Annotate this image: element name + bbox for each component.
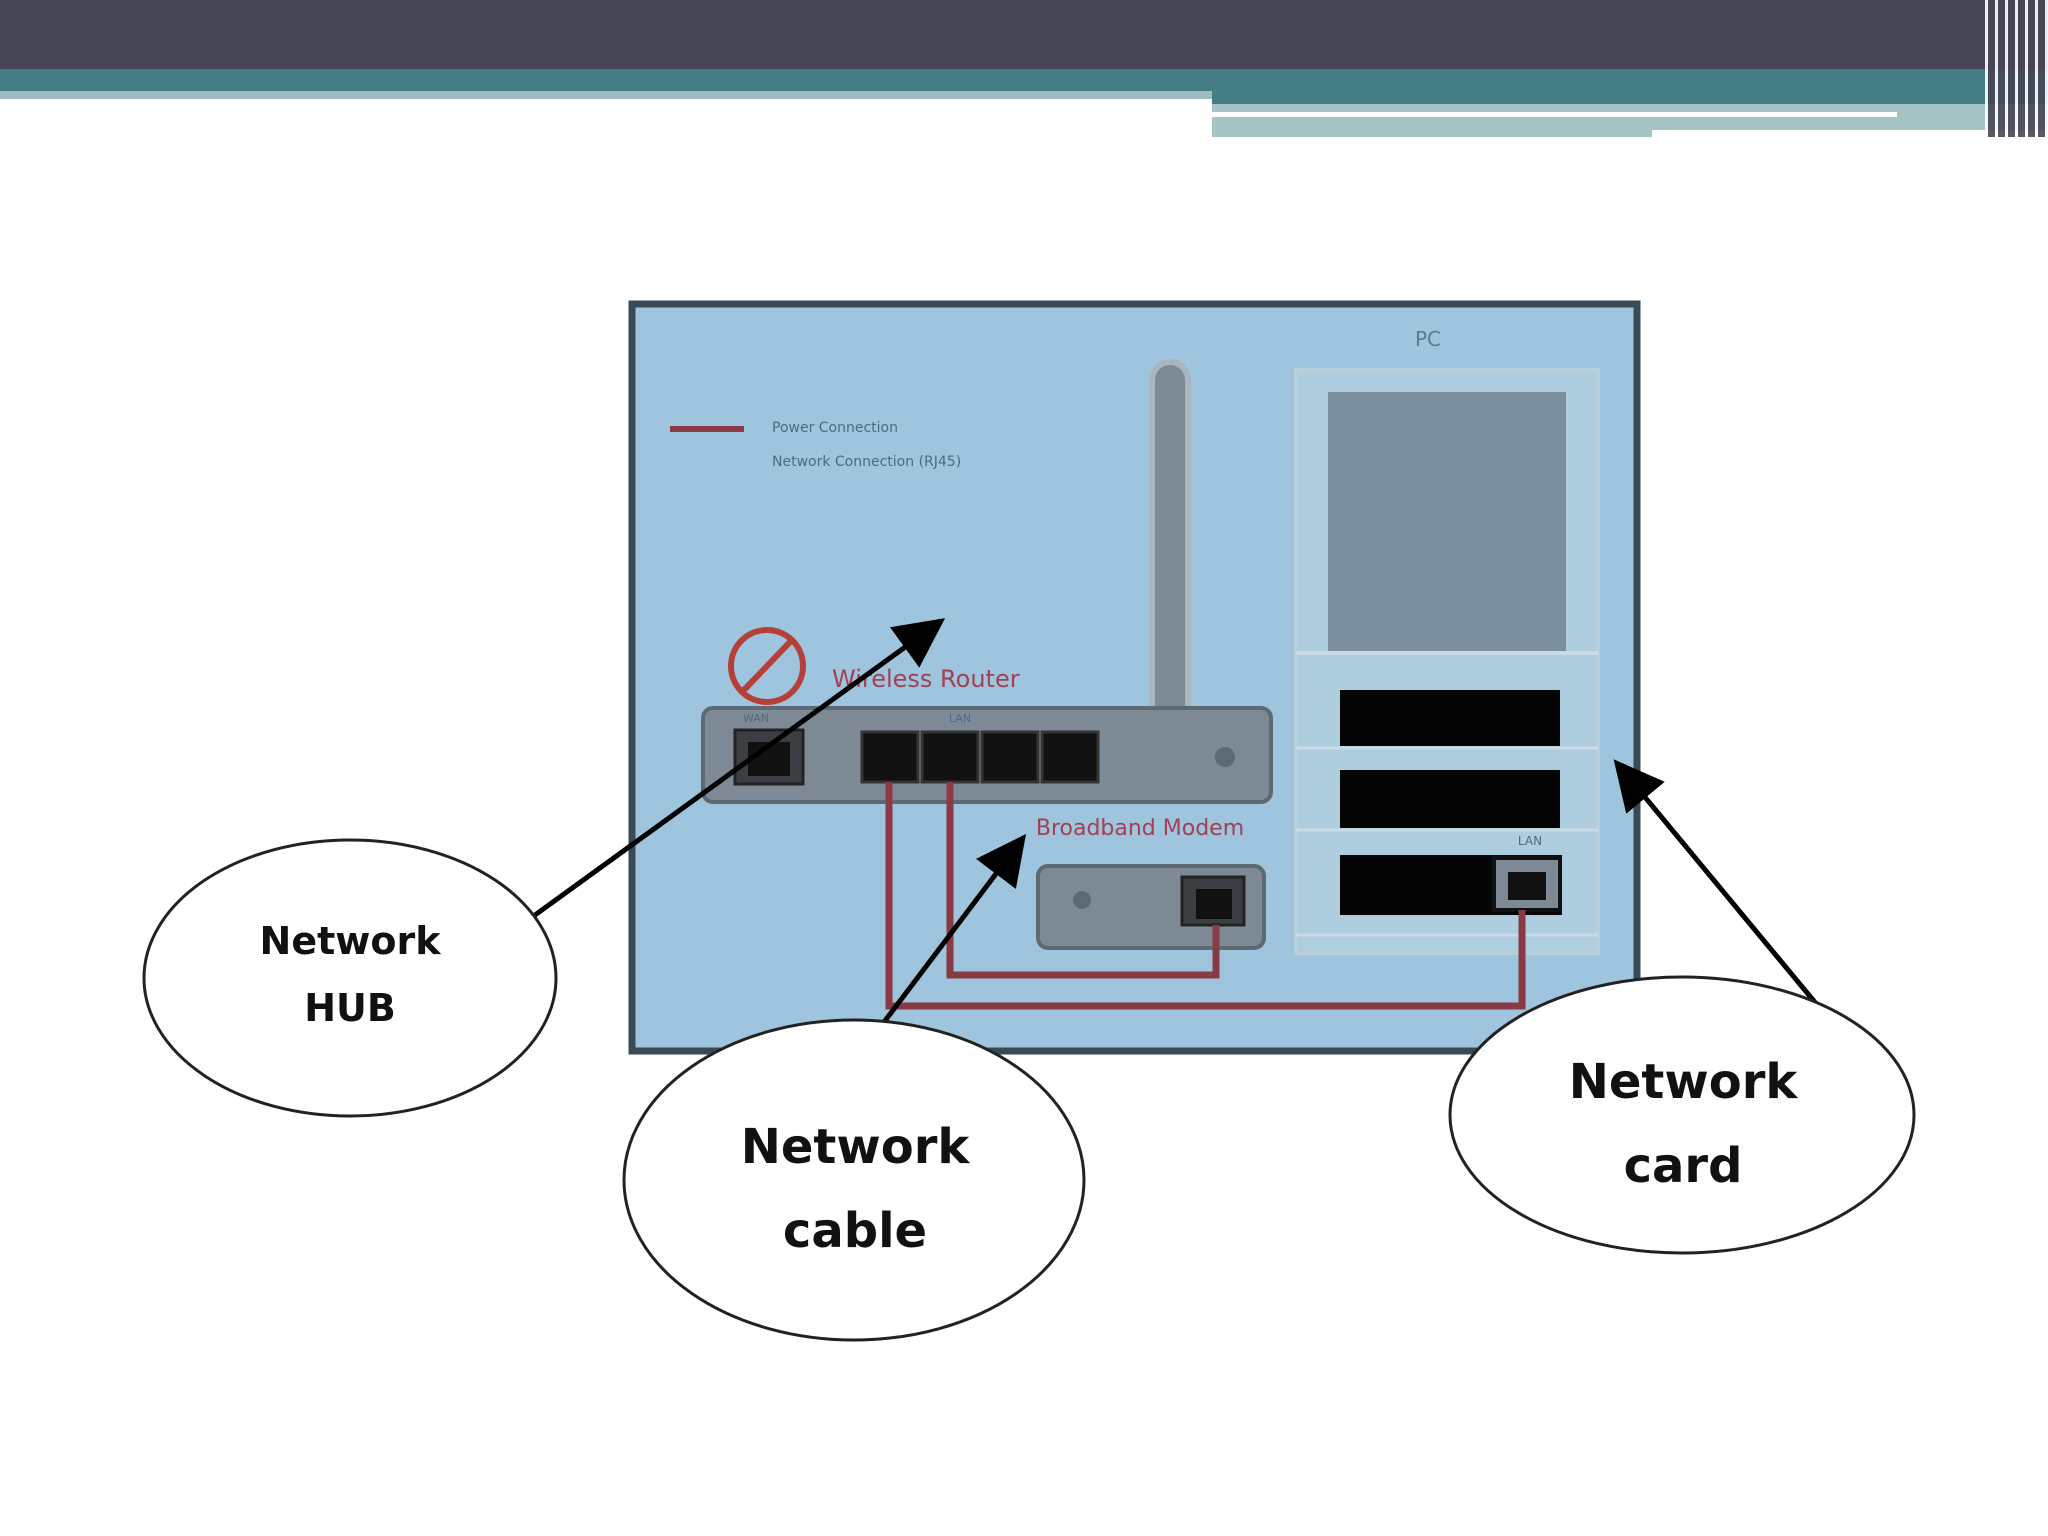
svg-text:WAN: WAN xyxy=(743,712,769,725)
label-cable-line2: cable xyxy=(782,1203,928,1259)
header-accent-light xyxy=(0,91,1212,99)
header-accent-stripe xyxy=(0,69,2048,91)
pc-drive-bay-1 xyxy=(1340,690,1560,746)
router-no-sign-icon xyxy=(728,627,806,705)
network-figure: Power Connection Network Connection (RJ4… xyxy=(628,300,1641,1055)
callout-card-ellipse xyxy=(1448,975,1916,1255)
legend-network-label: Network Connection (RJ45) xyxy=(772,454,961,470)
svg-text:LAN: LAN xyxy=(1518,834,1542,848)
label-card-line1: Network xyxy=(1568,1054,1798,1110)
arrow-to-network-card xyxy=(1613,759,1820,1008)
header-corner-stripes xyxy=(1985,0,2048,137)
svg-text:LAN: LAN xyxy=(949,712,971,725)
label-network-card: Network card xyxy=(1533,1040,1833,1208)
cable-router-to-modem xyxy=(946,782,1220,979)
pc-screen-area xyxy=(1328,392,1566,652)
arrow-to-cable xyxy=(867,834,1027,1044)
label-cable-line1: Network xyxy=(740,1119,970,1175)
header-divider-block xyxy=(1652,130,2048,142)
arrow-to-hub xyxy=(533,618,946,918)
cable-router-to-pc xyxy=(885,782,1526,1010)
router-power-jack xyxy=(1215,747,1235,767)
header-bar xyxy=(0,0,2048,69)
label-hub-line2: HUB xyxy=(304,985,396,1030)
callout-cable-ellipse xyxy=(622,1018,1086,1342)
label-network-hub: Network HUB xyxy=(200,908,500,1041)
header-divider-line xyxy=(1212,112,1897,117)
pc-label: PC xyxy=(1415,327,1441,351)
legend-power-label: Power Connection xyxy=(772,420,898,436)
label-card-line2: card xyxy=(1623,1138,1743,1194)
modem-label: Broadband Modem xyxy=(1036,816,1244,841)
pc-drive-bay-2 xyxy=(1340,770,1560,828)
callout-hub-ellipse xyxy=(142,838,558,1118)
router-lan-ports xyxy=(860,730,1100,784)
label-hub-line1: Network xyxy=(259,919,441,963)
label-network-cable: Network cable xyxy=(705,1105,1005,1273)
